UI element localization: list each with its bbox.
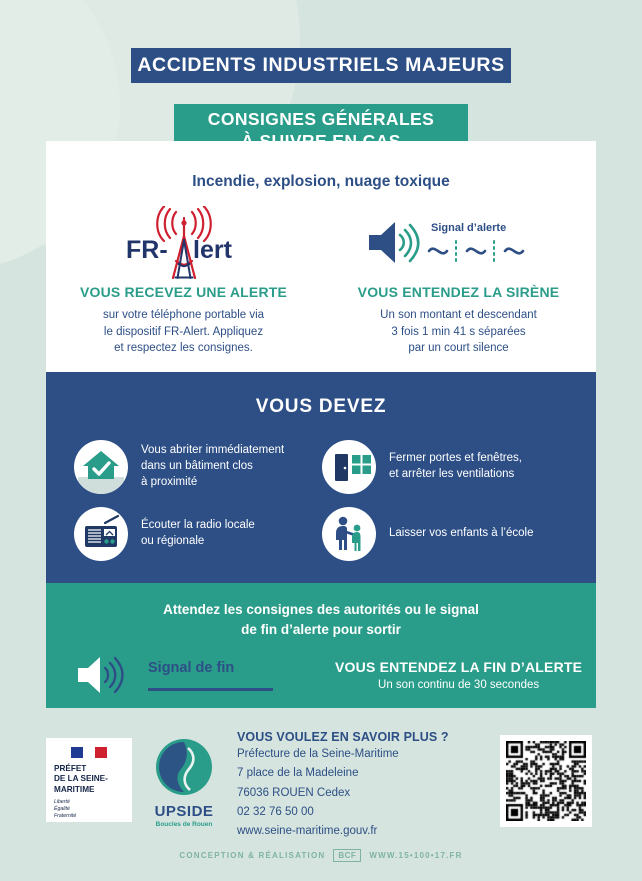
credits-mark: BCF bbox=[333, 849, 362, 862]
credits-bar: CONCEPTION & RÉALISATION BCF WWW.15•100•… bbox=[0, 849, 642, 862]
duty-line2: et arrêter les ventilations bbox=[389, 468, 515, 480]
contact-line2: 7 place de la Madeleine bbox=[237, 767, 359, 780]
duty-item-radio: Écouter la radio locale ou régionale bbox=[74, 507, 322, 561]
alert-siren-body-line2: 3 fois 1 min 41 s séparées bbox=[391, 325, 526, 338]
prefet-name-line1: PRÉFET bbox=[54, 764, 87, 773]
duty-line1: Fermer portes et fenêtres, bbox=[389, 452, 522, 465]
alert-column-phone: FR- lert VOUS RECEVEZ UNE ALERTE sur vot… bbox=[46, 204, 321, 357]
speaker-end-icon bbox=[78, 656, 124, 694]
prefet-name-line3: MARITIME bbox=[54, 784, 95, 794]
duty-text-radio: Écouter la radio locale ou régionale bbox=[141, 518, 255, 550]
house-shelter-icon bbox=[74, 440, 128, 494]
alert-siren-body-line3: par un court silence bbox=[408, 342, 509, 355]
contact-phone: 02 32 76 50 00 bbox=[237, 805, 314, 818]
alert-siren-headline: VOUS ENTENDEZ LA SIRÈNE bbox=[357, 284, 560, 300]
alert-phone-headline: VOUS RECEVEZ UNE ALERTE bbox=[79, 284, 288, 300]
end-alert-heading-line2: de fin d’alerte pour sortir bbox=[241, 621, 401, 637]
duty-line1: Vous abriter immédiatement bbox=[141, 444, 285, 457]
adult-child-icon bbox=[322, 507, 376, 561]
prefet-name-line2: DE LA SEINE- bbox=[54, 774, 108, 784]
alert-phone-body: sur votre téléphone portable via le disp… bbox=[46, 307, 321, 357]
alert-phone-body-line1: sur votre téléphone portable via bbox=[102, 309, 265, 321]
alert-column-siren: Signal d’alerte VOU bbox=[321, 204, 596, 357]
alert-panel: Incendie, explosion, nuage toxique bbox=[46, 141, 596, 372]
prefet-motto-line3: Fraternité bbox=[54, 812, 77, 819]
prefet-logo: PRÉFET DE LA SEINE- MARITIME Liberté Éga… bbox=[46, 738, 132, 822]
upside-mark-icon bbox=[156, 739, 212, 795]
prefet-motto-line2: Égalité bbox=[54, 805, 70, 812]
qr-code[interactable] bbox=[500, 735, 592, 827]
end-alert-signal-rule bbox=[148, 687, 273, 691]
alert-panel-heading: Incendie, explosion, nuage toxique bbox=[192, 173, 450, 190]
duty-item-children-school: Laisser vos enfants à l’école bbox=[322, 507, 570, 561]
svg-text:Signal d’alerte: Signal d’alerte bbox=[431, 222, 506, 234]
duty-line2: ou régionale bbox=[141, 535, 205, 547]
credits-url: WWW.15•100•17.FR bbox=[369, 851, 463, 860]
duties-panel: VOUS DEVEZ Vous abriter immédiatement da… bbox=[46, 372, 596, 583]
duty-line1: Laisser vos enfants à l’école bbox=[389, 527, 534, 540]
duty-text-shelter: Vous abriter immédiatement dans un bâtim… bbox=[141, 443, 284, 491]
duty-item-close-doors: Fermer portes et fenêtres, et arrêter le… bbox=[322, 440, 570, 494]
fr-alert-logo: FR- lert bbox=[46, 204, 321, 284]
end-alert-heading-line1: Attendez les consignes des autorités ou … bbox=[163, 602, 479, 617]
duty-line1: Écouter la radio locale bbox=[141, 519, 255, 532]
duty-item-shelter: Vous abriter immédiatement dans un bâtim… bbox=[74, 440, 322, 494]
end-alert-signal-label: Signal de fin bbox=[148, 659, 235, 676]
contact-website[interactable]: www.seine-maritime.gouv.fr bbox=[237, 825, 378, 837]
contact-block: VOUS VOULEZ EN SAVOIR PLUS ? Préfecture … bbox=[237, 730, 477, 840]
duty-text-close-doors: Fermer portes et fenêtres, et arrêter le… bbox=[389, 451, 522, 483]
end-alert-panel: Attendez les consignes des autorités ou … bbox=[46, 583, 596, 708]
alert-siren-body-line1: Un son montant et descendant bbox=[380, 309, 537, 321]
prefet-motto-line1: Liberté bbox=[54, 798, 70, 805]
page-title: ACCIDENTS INDUSTRIELS MAJEURS bbox=[131, 48, 511, 83]
page-subtitle-line1: CONSIGNES GÉNÉRALES bbox=[207, 109, 435, 129]
alert-phone-body-line2: le dispositif FR-Alert. Appliquez bbox=[103, 325, 264, 338]
duty-text-children-school: Laisser vos enfants à l’école bbox=[389, 526, 533, 542]
end-alert-heading: Attendez les consignes des autorités ou … bbox=[46, 583, 596, 639]
door-window-icon bbox=[322, 440, 376, 494]
duty-line2: dans un bâtiment clos bbox=[141, 460, 253, 473]
prefet-name: PRÉFET DE LA SEINE- MARITIME bbox=[54, 764, 124, 795]
svg-text:FR-: FR- bbox=[126, 236, 168, 264]
contact-line3: 76036 ROUEN Cedex bbox=[237, 786, 351, 799]
alert-phone-body-line3: et respectez les consignes. bbox=[114, 342, 253, 355]
contact-heading: VOUS VOULEZ EN SAVOIR PLUS ? bbox=[237, 730, 449, 744]
radio-icon bbox=[74, 507, 128, 561]
duty-line3: à proximité bbox=[141, 475, 198, 488]
duties-title: VOUS DEVEZ bbox=[255, 396, 387, 417]
speaker-icon bbox=[368, 222, 395, 263]
upside-name: UPSIDE bbox=[154, 803, 214, 820]
prefet-motto: Liberté Égalité Fraternité bbox=[54, 799, 124, 820]
upside-logo: UPSIDE Boucles de Rouen bbox=[150, 738, 218, 828]
upside-tagline: Boucles de Rouen bbox=[155, 821, 213, 828]
french-flag-icon bbox=[71, 747, 107, 758]
contact-line1: Préfecture de la Seine-Maritime bbox=[237, 748, 399, 760]
svg-text:lert: lert bbox=[193, 236, 233, 264]
alert-siren-body: Un son montant et descendant 3 fois 1 mi… bbox=[321, 307, 596, 357]
end-alert-subtext: Un son continu de 30 secondes bbox=[378, 679, 540, 692]
credits-label: CONCEPTION & RÉALISATION bbox=[179, 851, 326, 860]
end-alert-headline: VOUS ENTENDEZ LA FIN D’ALERTE bbox=[335, 659, 583, 676]
